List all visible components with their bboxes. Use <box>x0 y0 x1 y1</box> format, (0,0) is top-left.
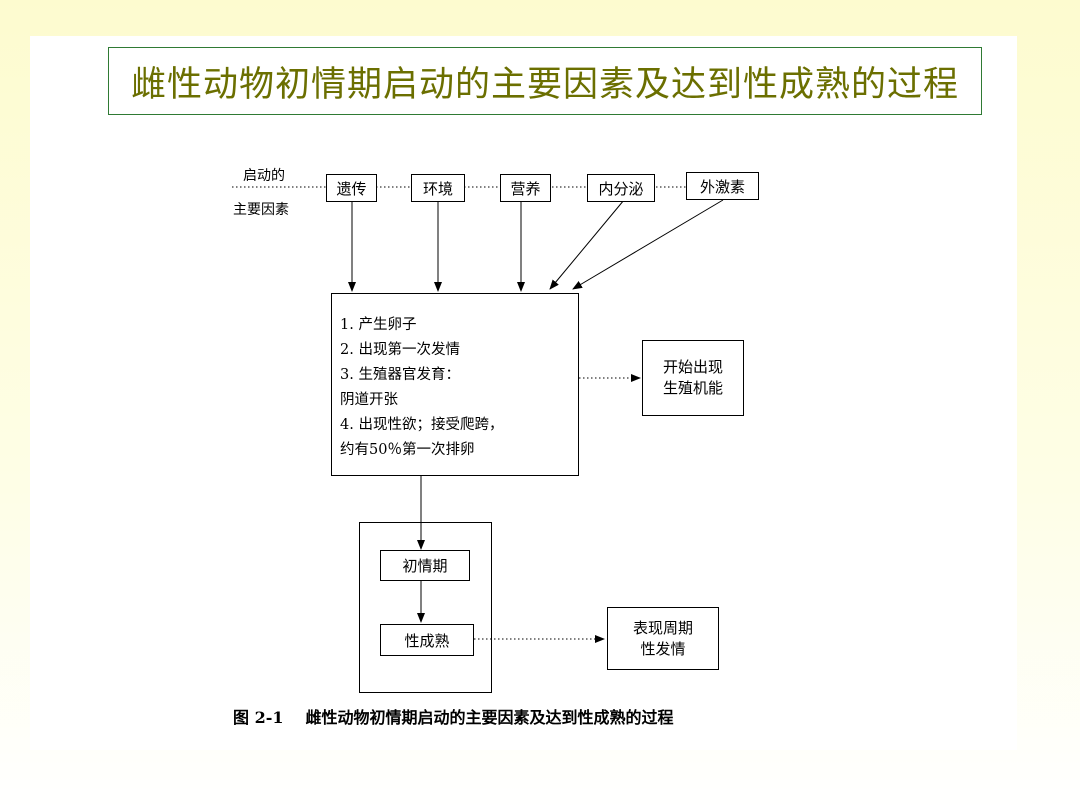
factors-label-line2: 主要因素 <box>233 202 289 218</box>
factor-box-genetics: 遗传 <box>326 174 377 202</box>
factor-box-pheromone: 外激素 <box>686 172 759 200</box>
main-outcomes-box: 1. 产生卵子 2. 出现第一次发情 3. 生殖器官发育： 阴道开张 4. 出现… <box>331 293 579 476</box>
cycle-line1: 表现周期 <box>632 618 693 637</box>
main-item-3b: 阴道开张 <box>340 392 398 408</box>
main-item-2: 2. 出现第一次发情 <box>340 342 460 358</box>
cycle-line2: 性发情 <box>640 639 686 658</box>
puberty-maturity-frame <box>359 522 492 693</box>
arrow-endocrine <box>549 199 625 290</box>
main-item-4b: 约有50％第一次排卵 <box>340 442 475 458</box>
figure-caption: 图 2-1 雌性动物初情期启动的主要因素及达到性成熟的过程 <box>233 704 674 728</box>
factor-box-nutrition: 营养 <box>500 174 551 202</box>
slide-title: 雌性动物初情期启动的主要因素及达到性成熟的过程 <box>108 47 982 115</box>
caption-text: 雌性动物初情期启动的主要因素及达到性成熟的过程 <box>305 708 674 727</box>
factors-label-line1: 启动的 <box>243 168 285 184</box>
main-item-1: 1. 产生卵子 <box>340 317 417 333</box>
factor-box-endocrine: 内分泌 <box>587 174 655 202</box>
periodic-estrus-box: 表现周期 性发情 <box>607 607 719 670</box>
factor-box-environment: 环境 <box>411 174 465 202</box>
reproductive-function-box: 开始出现 生殖机能 <box>642 340 744 416</box>
reproductive-line1: 开始出现 <box>662 358 723 376</box>
sexual-maturity-box: 性成熟 <box>380 624 474 656</box>
puberty-box: 初情期 <box>380 550 470 581</box>
caption-number: 图 2-1 <box>233 708 284 727</box>
main-item-3: 3. 生殖器官发育： <box>340 367 460 383</box>
arrow-pheromone <box>572 199 724 290</box>
reproductive-line2: 生殖机能 <box>662 379 723 397</box>
main-item-4: 4. 出现性欲；接受爬跨， <box>340 417 504 433</box>
